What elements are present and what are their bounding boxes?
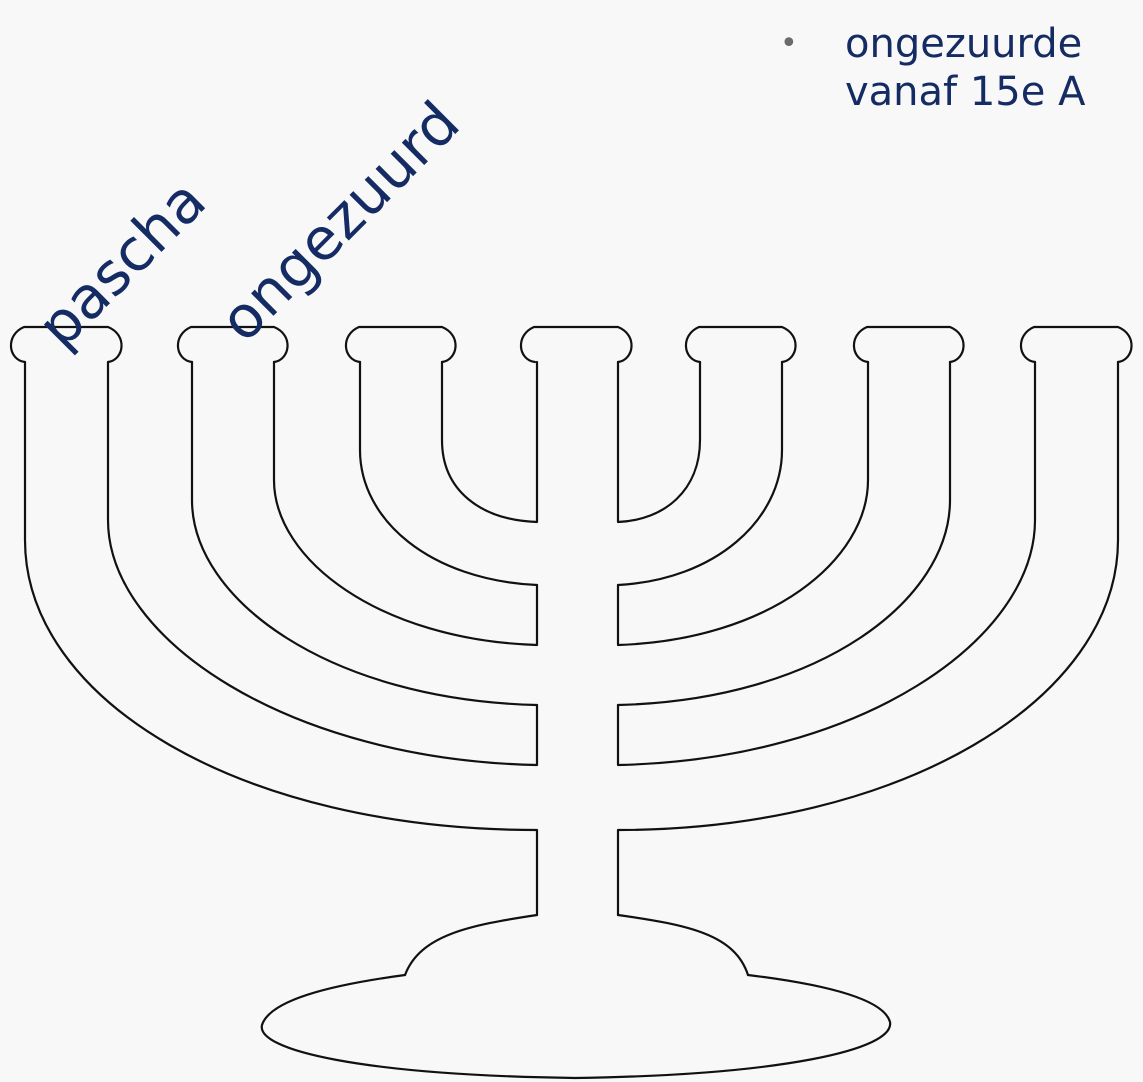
bullet-text-line-1: ongezuurde bbox=[845, 21, 1083, 67]
bullet-list: • ongezuurde vanaf 15e A bbox=[780, 20, 1085, 116]
base bbox=[260, 973, 892, 1080]
cup-4 bbox=[519, 325, 633, 364]
cup-6 bbox=[852, 325, 965, 364]
arm-left-1-inner bbox=[106, 360, 539, 767]
arm-right-3-outer bbox=[616, 360, 784, 587]
arm-left-2-inner bbox=[272, 360, 539, 647]
arm-left-3-inner bbox=[440, 360, 539, 524]
arm-left-3-outer bbox=[358, 360, 539, 587]
arm-left-2-outer bbox=[190, 360, 539, 707]
cup-3 bbox=[344, 325, 457, 364]
bullet-marker: • bbox=[780, 26, 798, 61]
stem-left-foot bbox=[403, 913, 539, 977]
bullet-text-line-2: vanaf 15e A bbox=[845, 69, 1086, 115]
arm-right-1-inner bbox=[616, 360, 1037, 767]
cup-1 bbox=[9, 325, 123, 364]
cup-5 bbox=[684, 325, 797, 364]
arm-right-outer bbox=[616, 360, 1120, 917]
cup-7 bbox=[1019, 325, 1133, 364]
cup-2 bbox=[176, 325, 289, 364]
bullet-item: • ongezuurde vanaf 15e A bbox=[780, 20, 1085, 116]
arm-left-outer bbox=[23, 360, 539, 917]
arm-right-3-inner bbox=[616, 360, 702, 524]
arm-right-2-outer bbox=[616, 360, 952, 707]
stem-right-foot bbox=[616, 913, 750, 977]
arm-right-2-inner bbox=[616, 360, 870, 647]
